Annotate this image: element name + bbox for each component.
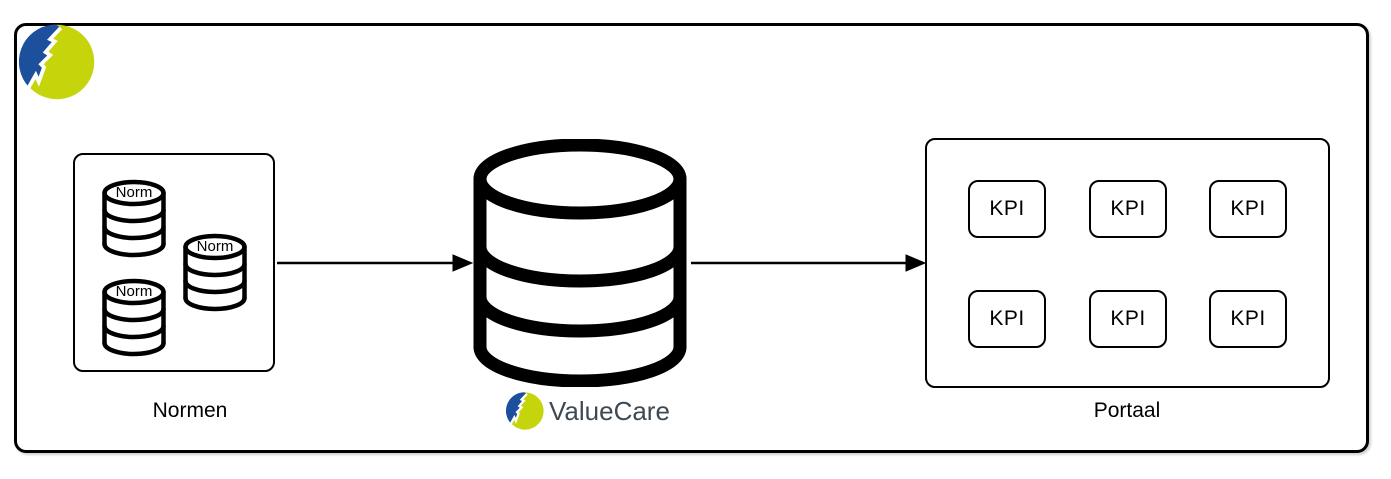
kpi-tile: KPI xyxy=(1089,180,1167,238)
kpi-tile: KPI xyxy=(1209,290,1287,348)
norm-database-icon: Norm xyxy=(181,232,249,312)
norm-label: Norm xyxy=(115,283,153,300)
kpi-tile: KPI xyxy=(1209,180,1287,238)
norm-database-icon: Norm xyxy=(100,277,168,357)
valuecare-logo-icon xyxy=(506,392,544,430)
kpi-tile: KPI xyxy=(968,290,1046,348)
kpi-tile: KPI xyxy=(1089,290,1167,348)
valuecare-brand-name: ValueCare xyxy=(549,396,670,426)
norm-database-icon: Norm xyxy=(100,178,168,258)
portaal-caption: Portaal xyxy=(1093,399,1161,422)
portaal-group-box xyxy=(925,138,1330,388)
norm-label: Norm xyxy=(196,238,234,255)
normen-caption: Normen xyxy=(152,399,228,422)
database-cylinder-icon xyxy=(473,139,687,387)
valuecare-logo-icon xyxy=(19,24,95,100)
kpi-tile: KPI xyxy=(968,180,1046,238)
valuecare-brand: ValueCare xyxy=(506,391,670,431)
norm-label: Norm xyxy=(115,184,153,201)
